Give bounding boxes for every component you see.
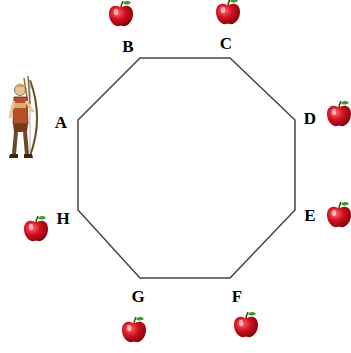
apple — [24, 216, 48, 241]
vertex-label: A — [55, 114, 67, 131]
apple — [216, 0, 240, 24]
vertex-label: E — [304, 207, 315, 224]
vertex-label: G — [131, 288, 144, 305]
apple — [234, 312, 258, 337]
vertex-label: F — [232, 288, 242, 305]
archer — [9, 76, 37, 158]
octagon — [78, 58, 295, 278]
vertex-label: B — [122, 38, 133, 55]
vertex-label: C — [220, 35, 232, 52]
apple — [327, 202, 351, 227]
apple — [327, 101, 351, 126]
apple — [109, 1, 133, 26]
vertex-label: D — [304, 110, 316, 127]
vertex-label: H — [56, 210, 69, 227]
apple — [122, 317, 146, 342]
